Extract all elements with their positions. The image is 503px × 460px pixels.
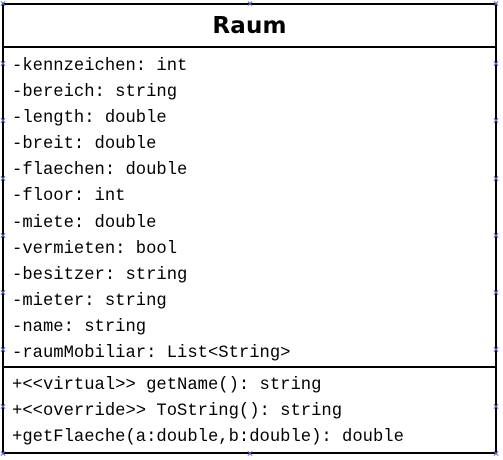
- selection-handle-icon[interactable]: [0, 0, 6, 6]
- selection-handle-icon[interactable]: [0, 60, 6, 66]
- methods-compartment: +<<virtual>> getName(): string +<<overri…: [4, 368, 495, 451]
- attribute-vermieten: -vermieten: bool: [12, 239, 178, 259]
- selection-handle-icon[interactable]: [0, 117, 6, 123]
- selection-handle-icon[interactable]: [0, 450, 6, 456]
- class-name: Raum: [212, 12, 287, 39]
- selection-handle-icon[interactable]: [493, 0, 499, 6]
- selection-handle-icon[interactable]: [0, 289, 6, 295]
- selection-handle-icon[interactable]: [247, 0, 253, 6]
- attribute-length: -length: double: [12, 109, 167, 129]
- uml-class-box[interactable]: Raum -kennzeichen: int -bereich: string …: [2, 3, 497, 454]
- attribute-name: -name: string: [12, 317, 147, 337]
- selection-handle-icon[interactable]: [493, 117, 499, 123]
- selection-handle-icon[interactable]: [493, 346, 499, 352]
- selection-handle-icon[interactable]: [247, 450, 253, 456]
- attribute-kennzeichen: -kennzeichen: int: [12, 57, 188, 76]
- method-to-string: +<<override>> ToString(): string: [12, 402, 343, 422]
- selection-handle-icon[interactable]: [493, 403, 499, 409]
- attribute-besitzer: -besitzer: string: [12, 265, 188, 285]
- attribute-raum-mobiliar: -raumMobiliar: List<String>: [12, 344, 291, 364]
- class-header: Raum: [4, 5, 495, 48]
- selection-handle-icon[interactable]: [493, 175, 499, 181]
- attribute-flaechen: -flaechen: double: [12, 161, 188, 181]
- attribute-floor: -floor: int: [12, 187, 126, 207]
- selection-handle-icon[interactable]: [0, 346, 6, 352]
- method-get-name: +<<virtual>> getName(): string: [12, 376, 322, 395]
- attribute-mieter: -mieter: string: [12, 291, 167, 311]
- selection-handle-icon[interactable]: [493, 232, 499, 238]
- attributes-compartment: -kennzeichen: int -bereich: string -leng…: [4, 48, 495, 368]
- attribute-miete: -miete: double: [12, 213, 157, 233]
- selection-handle-icon[interactable]: [0, 232, 6, 238]
- attribute-bereich: -bereich: string: [12, 83, 178, 103]
- selection-handle-icon[interactable]: [493, 289, 499, 295]
- method-get-flaeche: +getFlaeche(a:double,b:double): double: [12, 428, 404, 448]
- selection-handle-icon[interactable]: [0, 175, 6, 181]
- attribute-breit: -breit: double: [12, 135, 157, 155]
- selection-handle-icon[interactable]: [493, 60, 499, 66]
- selection-handle-icon[interactable]: [0, 403, 6, 409]
- selection-handle-icon[interactable]: [493, 450, 499, 456]
